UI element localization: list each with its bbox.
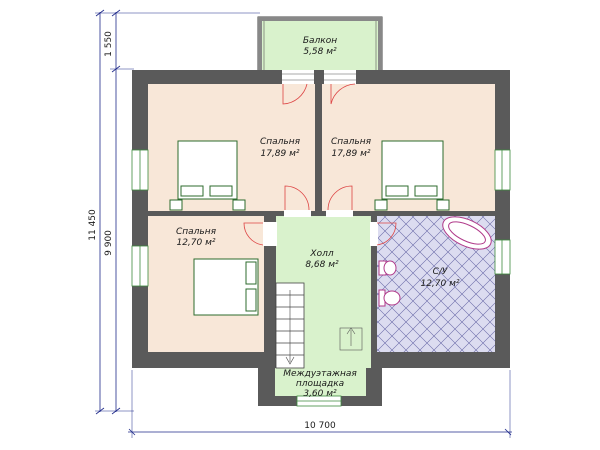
bedroom-3-area: 12,70 м² — [176, 238, 215, 248]
staircase — [275, 282, 305, 369]
bed-1 — [169, 140, 246, 211]
balcony-area: 5,58 м² — [303, 47, 337, 57]
hall-label: Холл — [309, 249, 333, 259]
hall-doors — [243, 185, 397, 246]
landing-area: 3,60 м² — [303, 389, 337, 399]
bathtub — [442, 216, 492, 250]
landing-label-line1: Междуэтажная — [283, 369, 357, 379]
bathroom-label: С/У — [433, 267, 448, 277]
bedroom-3-label: Спальня — [176, 227, 217, 237]
dimension-total-height: 11 450 — [88, 209, 98, 241]
windows — [131, 149, 511, 407]
sink — [378, 260, 397, 276]
bedroom-2-area: 17,89 м² — [331, 149, 370, 159]
interior-walls — [148, 84, 495, 368]
hall-area: 8,68 м² — [305, 260, 339, 270]
bedroom-2-label: Спальня — [331, 137, 372, 147]
bed-3 — [193, 258, 259, 316]
balcony-doors — [282, 70, 356, 105]
stair-arrow — [339, 327, 363, 351]
landing-label-line2: площадка — [296, 379, 344, 389]
bedroom-1-label: Спальня — [260, 137, 301, 147]
dimension-house-depth: 9 900 — [104, 230, 114, 256]
bathroom-area: 12,70 м² — [420, 279, 459, 289]
bed-2 — [374, 140, 450, 211]
dimension-lines — [95, 9, 512, 438]
balcony — [257, 16, 383, 72]
dimension-house-width: 10 700 — [304, 421, 336, 431]
landing-floor — [275, 368, 366, 396]
toilet — [378, 289, 401, 307]
dimension-balcony-depth: 1 550 — [104, 31, 114, 57]
bedroom-1-area: 17,89 м² — [260, 149, 299, 159]
balcony-label: Балкон — [303, 36, 337, 46]
